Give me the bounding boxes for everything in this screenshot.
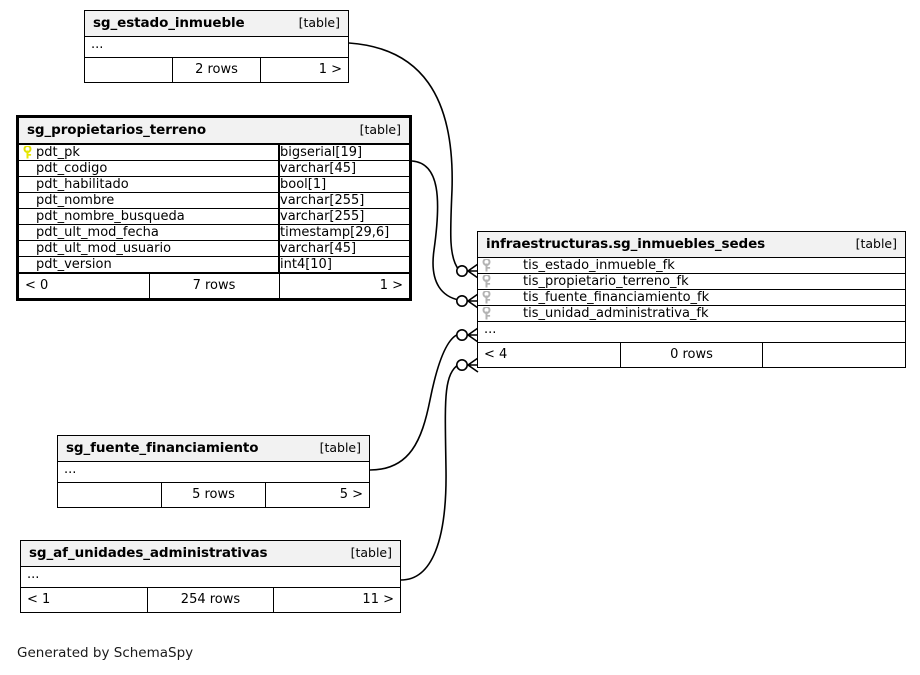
column-type: varchar[45] xyxy=(278,160,409,177)
ellipsis-label: ... xyxy=(21,566,400,588)
column-name: pdt_codigo xyxy=(36,161,108,176)
footer-children-count: 1 > xyxy=(278,272,409,298)
column-type: bigserial[19] xyxy=(278,143,409,161)
column-type: int4[10] xyxy=(278,256,409,273)
columns-collapsed-row[interactable]: ... xyxy=(58,461,369,483)
table-header: sg_propietarios_terreno [table] xyxy=(19,118,409,145)
footer-row-count: 254 rows xyxy=(146,587,274,612)
column-type: timestamp[29,6] xyxy=(278,224,409,241)
table-sg-propietarios-terreno[interactable]: sg_propietarios_terreno [table] xyxy=(16,115,412,301)
columns-collapsed-row[interactable]: ... xyxy=(85,36,348,58)
column-type: bool[1] xyxy=(278,176,409,193)
table-footer: < 0 7 rows 1 > xyxy=(19,272,409,298)
table-footer: < 4 0 rows xyxy=(478,342,905,367)
table-row[interactable]: pdt_pk bigserial[19] xyxy=(19,143,409,161)
columns-collapsed-row[interactable]: ... xyxy=(478,321,905,343)
columns-collapsed-row[interactable]: ... xyxy=(21,566,400,588)
table-sg-af-unidades-administrativas[interactable]: sg_af_unidades_administrativas [table] .… xyxy=(20,540,401,613)
table-sg-fuente-financiamiento[interactable]: sg_fuente_financiamiento [table] ... 5 r… xyxy=(57,435,370,508)
table-title: sg_estado_inmueble xyxy=(93,15,245,31)
column-name: pdt_pk xyxy=(36,145,80,160)
footer-row-count: 0 rows xyxy=(619,342,763,367)
footer-row-count: 7 rows xyxy=(148,272,279,298)
ellipsis-label: ... xyxy=(58,461,369,483)
table-row[interactable]: pdt_version int4[10] xyxy=(19,256,409,273)
ellipsis-label: ... xyxy=(85,36,348,58)
column-name: tis_estado_inmueble_fk xyxy=(523,258,675,273)
footer-parents-count: < 4 xyxy=(478,342,621,367)
footer-parents-count xyxy=(85,57,173,82)
footer-parents-count: < 1 xyxy=(21,587,148,612)
column-name: pdt_nombre_busqueda xyxy=(36,209,185,224)
table-header: infraestructuras.sg_inmuebles_sedes [tab… xyxy=(478,232,905,258)
table-sg-estado-inmueble[interactable]: sg_estado_inmueble [table] ... 2 rows 1 … xyxy=(84,10,349,83)
table-title: sg_fuente_financiamiento xyxy=(66,440,259,456)
table-row[interactable]: pdt_nombre_busqueda varchar[255] xyxy=(19,208,409,225)
column-type: varchar[45] xyxy=(278,240,409,257)
table-row[interactable]: tis_fuente_financiamiento_fk xyxy=(478,289,905,306)
table-infraestructuras-sg-inmuebles-sedes[interactable]: infraestructuras.sg_inmuebles_sedes [tab… xyxy=(477,231,906,368)
table-row[interactable]: pdt_ult_mod_fecha timestamp[29,6] xyxy=(19,224,409,241)
edge-propietarios-terreno xyxy=(411,160,460,301)
column-name: tis_unidad_administrativa_fk xyxy=(523,306,709,321)
foreign-key-icon xyxy=(478,291,495,304)
primary-key-icon xyxy=(19,146,36,159)
foreign-key-icon xyxy=(478,259,495,272)
table-row[interactable]: pdt_codigo varchar[45] xyxy=(19,160,409,177)
footer-row-count: 5 rows xyxy=(161,482,266,507)
table-row[interactable]: pdt_nombre varchar[255] xyxy=(19,192,409,209)
table-footer: < 1 254 rows 11 > xyxy=(21,587,400,612)
footer-children-count: 11 > xyxy=(273,587,400,612)
footer-children-count xyxy=(762,342,905,367)
column-name: pdt_ult_mod_fecha xyxy=(36,225,159,240)
column-name: pdt_ult_mod_usuario xyxy=(36,241,172,256)
table-row[interactable]: tis_unidad_administrativa_fk xyxy=(478,305,905,322)
table-header: sg_estado_inmueble [table] xyxy=(85,11,348,37)
table-title: sg_af_unidades_administrativas xyxy=(29,545,268,561)
table-header: sg_fuente_financiamiento [table] xyxy=(58,436,369,462)
table-row[interactable]: pdt_habilitado bool[1] xyxy=(19,176,409,193)
table-row[interactable]: tis_estado_inmueble_fk xyxy=(478,257,905,274)
column-name: tis_fuente_financiamiento_fk xyxy=(523,290,710,305)
ellipsis-label: ... xyxy=(478,321,905,343)
table-footer: 2 rows 1 > xyxy=(85,57,348,82)
table-title: sg_propietarios_terreno xyxy=(27,122,207,138)
edge-unidades-administrativas xyxy=(400,363,460,581)
column-name: pdt_version xyxy=(36,257,112,272)
column-type: varchar[255] xyxy=(278,192,409,209)
foreign-key-icon xyxy=(478,275,495,288)
column-name: tis_propietario_terreno_fk xyxy=(523,274,689,289)
table-row[interactable]: tis_propietario_terreno_fk xyxy=(478,273,905,290)
table-kind-label: [table] xyxy=(359,122,401,137)
generated-by-credit: Generated by SchemaSpy xyxy=(17,645,194,661)
table-kind-label: [table] xyxy=(350,545,392,560)
footer-children-count: 5 > xyxy=(264,482,369,507)
column-type: varchar[255] xyxy=(278,208,409,225)
table-header: sg_af_unidades_administrativas [table] xyxy=(21,541,400,567)
crowsfoot-markers xyxy=(455,263,479,373)
table-kind-label: [table] xyxy=(298,15,340,30)
table-title: infraestructuras.sg_inmuebles_sedes xyxy=(486,236,766,252)
footer-parents-count: < 0 xyxy=(19,272,149,298)
table-kind-label: [table] xyxy=(319,440,361,455)
column-name: pdt_nombre xyxy=(36,193,115,208)
edge-fuente-financiamiento xyxy=(369,333,460,471)
table-footer: 5 rows 5 > xyxy=(58,482,369,507)
footer-children-count: 1 > xyxy=(259,57,348,82)
table-row[interactable]: pdt_ult_mod_usuario varchar[45] xyxy=(19,240,409,257)
foreign-key-icon xyxy=(478,307,495,320)
column-name: pdt_habilitado xyxy=(36,177,129,192)
table-kind-label: [table] xyxy=(855,236,897,251)
footer-parents-count xyxy=(58,482,162,507)
footer-row-count: 2 rows xyxy=(172,57,261,82)
